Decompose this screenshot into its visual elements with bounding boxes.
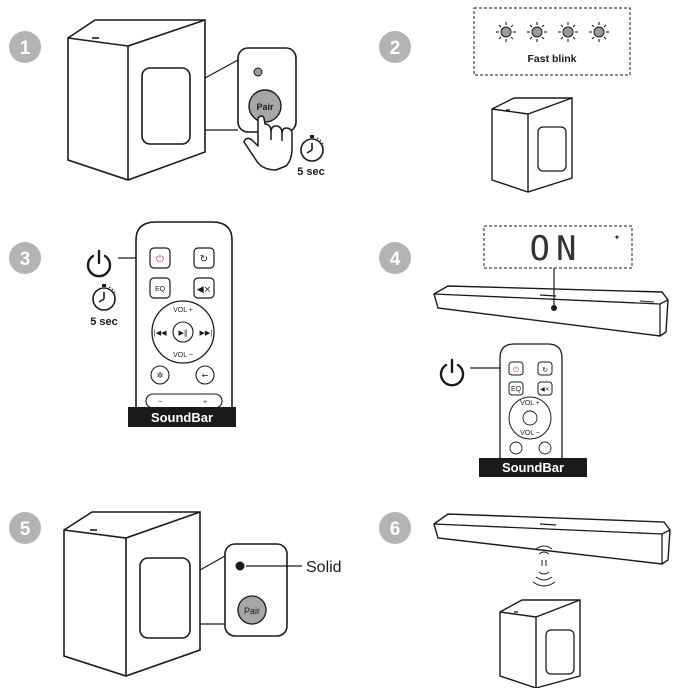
step-4-number: 4 [390,249,401,270]
svg-text:✦: ✦ [614,233,621,242]
remote-back-button [195,365,215,385]
solid-label: Solid [306,559,342,576]
soundbar [433,285,669,337]
step-2-badge [379,31,411,63]
fast-blink-callout [473,7,631,76]
step-4: 4 ON ✦ ⏻ ↻ EQ ◀× VOL + [379,225,669,477]
step-1-badge [9,31,41,63]
wireless-signal-icon [532,545,556,587]
status-led-solid [235,561,245,571]
svg-text:◀×: ◀× [197,285,211,295]
svg-text:|◀◀: |◀◀ [153,329,167,337]
led-blink-icon [495,21,517,43]
step-1-duration: 5 sec [297,166,325,178]
svg-text:⏻: ⏻ [156,254,164,265]
remote-mute-button [193,277,215,299]
remote-power-button [149,247,171,269]
remote-power-button [508,361,524,376]
step-1-number: 1 [20,38,31,59]
step-2: 2 Fast blink [379,7,631,193]
display-callout [483,225,633,269]
remote-settings-button [509,441,523,455]
stopwatch-icon [92,283,117,311]
eq-label: EQ [511,386,522,393]
soundbar-banner-label: SoundBar [502,460,564,475]
remote-source-button [537,361,553,376]
step-5-number: 5 [20,519,31,540]
remote-back-button [538,441,552,455]
step-5-badge [9,512,41,544]
display-on-text: ON [530,229,583,269]
eq-label: EQ [155,286,166,293]
step-6-badge [379,512,411,544]
soundbar [433,513,671,565]
stopwatch-icon [300,134,325,162]
status-led [253,67,263,77]
subwoofer [491,97,573,193]
subwoofer [67,19,206,181]
step-4-badge [379,242,411,274]
svg-text:✲: ✲ [157,371,164,380]
soundbar-banner [128,407,236,427]
remote-source-button [193,247,215,269]
fast-blink-label: Fast blink [527,53,576,65]
step-3-duration: 5 sec [90,316,118,328]
step-6-number: 6 [390,519,401,540]
step-3-badge [9,242,41,274]
subwoofer [63,511,201,677]
remote-mute-button [537,381,553,396]
soundbar-banner [479,458,587,477]
svg-text:↻: ↻ [542,366,548,374]
subwoofer [499,599,581,688]
minus-label: − [158,399,162,406]
pair-button [237,595,267,625]
svg-text:◀×: ◀× [540,386,550,393]
svg-text:⏻: ⏻ [513,366,519,374]
vol-minus-label: VOL − [520,430,540,437]
svg-text:↻: ↻ [200,254,208,265]
soundbar-banner-label: SoundBar [151,410,213,425]
step-3: 3 5 sec ⏻ ↻ EQ ◀× VOL + VOL − ▶‖ |◀◀ ▶▶|… [9,221,236,427]
pair-label: Pair [256,102,274,112]
step-5: 5 Solid Pair [9,511,342,677]
svg-text:▶▶|: ▶▶| [199,329,212,337]
vol-plus-label: VOL + [520,400,540,407]
vol-plus-label: VOL + [173,307,193,314]
remote-control: ⏻ ↻ EQ ◀× VOL + VOL − [499,343,563,467]
remote-eq-button [149,277,171,299]
step-2-number: 2 [390,38,401,59]
remote-eq-button [508,381,524,396]
step-6: 6 [379,512,671,688]
led-blink-icon [526,21,548,43]
plus-label: + [203,399,207,406]
svg-text:←: ← [202,371,209,380]
hand-press-icon [243,115,293,171]
led-blink-icon [557,21,579,43]
step-3-number: 3 [20,249,31,270]
step-1: 1 Pair 5 sec [9,19,325,181]
led-blink-icon [588,21,610,43]
power-icon [439,358,465,387]
power-icon [86,249,112,278]
remote-control: ⏻ ↻ EQ ◀× VOL + VOL − ▶‖ |◀◀ ▶▶| ✲ ← − + [135,221,233,413]
svg-text:▶‖: ▶‖ [179,329,188,337]
pair-label: Pair [244,606,260,616]
vol-minus-label: VOL − [173,352,193,359]
remote-settings-button [150,365,170,385]
